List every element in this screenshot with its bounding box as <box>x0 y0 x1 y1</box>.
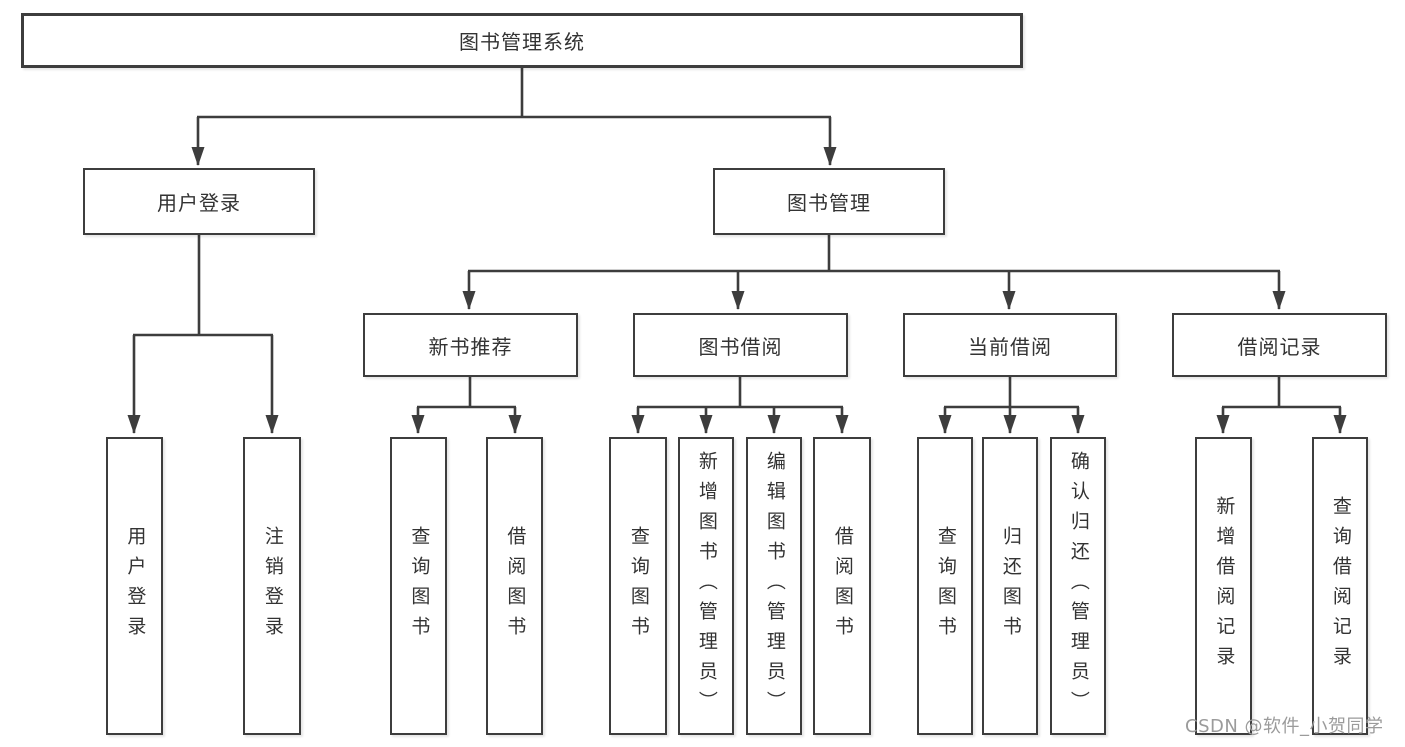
leaf-add-borrow-record: 新增借阅记录 <box>1195 437 1252 735</box>
node-current-borrowing: 当前借阅 <box>903 313 1117 377</box>
connector-book-mgmt-children <box>462 235 1286 310</box>
node-label: 借阅记录 <box>1237 334 1322 359</box>
connector-root-to-level2 <box>191 68 837 166</box>
node-label: 用户登录 <box>157 191 241 215</box>
leaf-edit-books-admin: 编辑图书（管理员） <box>746 437 802 735</box>
leaf-label: 新增借阅记录 <box>1213 496 1236 676</box>
leaf-label: 新增图书（管理员） <box>695 451 718 721</box>
leaf-label: 查询图书 <box>627 526 650 646</box>
leaf-confirm-return-admin: 确认归还（管理员） <box>1050 437 1106 735</box>
connector-current-borrow-children <box>938 377 1085 434</box>
node-user-login: 用户登录 <box>83 168 315 235</box>
leaf-label: 查询借阅记录 <box>1329 496 1352 676</box>
leaf-label: 查询图书 <box>408 526 431 646</box>
leaf-label: 借阅图书 <box>831 526 854 646</box>
leaf-label: 用户登录 <box>124 526 147 646</box>
node-label: 图书管理系统 <box>459 30 585 54</box>
leaf-add-books-admin: 新增图书（管理员） <box>678 437 734 735</box>
connector-book-borrow-children <box>631 377 849 434</box>
leaf-label: 归还图书 <box>999 526 1022 646</box>
node-book-borrowing: 图书借阅 <box>633 313 848 377</box>
connector-user-login-children <box>127 235 279 434</box>
leaf-query-books-rec: 查询图书 <box>390 437 447 735</box>
node-new-book-recommend: 新书推荐 <box>363 313 578 377</box>
leaf-query-borrow-record: 查询借阅记录 <box>1312 437 1368 735</box>
node-label: 图书管理 <box>787 191 871 215</box>
leaf-logout: 注销登录 <box>243 437 301 735</box>
leaf-label: 注销登录 <box>261 526 284 646</box>
node-label: 新书推荐 <box>428 334 513 359</box>
leaf-user-login: 用户登录 <box>106 437 163 735</box>
csdn-watermark: CSDN @软件_小贺同学 <box>1185 716 1384 737</box>
node-borrowing-records: 借阅记录 <box>1172 313 1387 377</box>
node-label: 图书借阅 <box>698 334 783 359</box>
leaf-return-books: 归还图书 <box>982 437 1038 735</box>
leaf-borrow-books: 借阅图书 <box>813 437 871 735</box>
leaf-borrow-books-rec: 借阅图书 <box>486 437 543 735</box>
leaf-label: 查询图书 <box>934 526 957 646</box>
leaf-label: 借阅图书 <box>504 526 527 646</box>
node-label: 当前借阅 <box>968 334 1052 359</box>
leaf-query-books-current: 查询图书 <box>917 437 973 735</box>
connector-new-rec-children <box>411 377 522 434</box>
node-library-system: 图书管理系统 <box>21 13 1023 68</box>
leaf-query-books-borrow: 查询图书 <box>609 437 667 735</box>
connector-borrow-record-children <box>1216 377 1347 434</box>
leaf-label: 编辑图书（管理员） <box>763 451 786 721</box>
node-book-management: 图书管理 <box>713 168 945 235</box>
leaf-label: 确认归还（管理员） <box>1067 451 1090 721</box>
